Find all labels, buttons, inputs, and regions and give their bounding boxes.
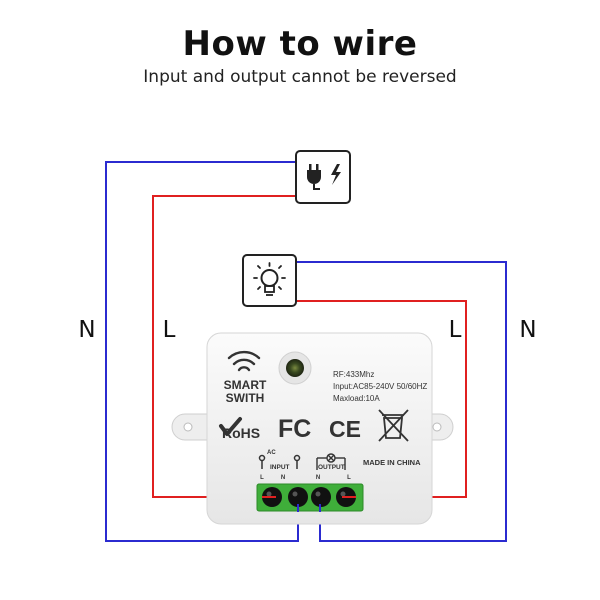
cert-ce: CE [329, 416, 361, 442]
spec-maxload: Maxload:10A [333, 394, 380, 403]
wifi-icon [227, 350, 261, 372]
ac-label: AC [267, 450, 276, 456]
checkmark-icon [219, 417, 242, 436]
smart-switch-device: SMART SWITH RF:433Mhz Input:AC85-240V 50… [171, 332, 454, 525]
cert-rohs: RoHS [222, 425, 260, 441]
terminal-label-3: N [316, 475, 320, 481]
input-terminal-marking [258, 454, 301, 469]
lamp-symbol-icon [316, 453, 346, 470]
brand-line-2: SWITH [226, 391, 265, 405]
neutral-wire-input [105, 161, 299, 542]
terminal-label-4: L [347, 475, 351, 481]
output-label: OUTPUT [318, 464, 345, 471]
wire-label-right-live: L [449, 317, 462, 343]
light-bulb-icon [242, 254, 297, 307]
terminal-block [256, 483, 364, 512]
crossed-bin-icon [378, 409, 409, 442]
spec-rf: RF:433Mhz [333, 370, 374, 379]
spec-input: Input:AC85-240V 50/60HZ [333, 382, 427, 391]
wire-label-left-neutral: N [78, 317, 95, 343]
cert-fc: FC [278, 415, 311, 443]
wire-label-left-live: L [163, 317, 176, 343]
terminal-label-1: L [260, 475, 264, 481]
plug-lightning-icon [295, 150, 351, 204]
wire-label-right-neutral: N [519, 317, 536, 343]
input-label: INPUT [270, 464, 290, 471]
terminal-label-2: N [281, 475, 285, 481]
neutral-wire-output [296, 261, 507, 542]
made-in-label: MADE IN CHINA [363, 458, 421, 467]
page-subtitle: Input and output cannot be reversed [143, 67, 457, 87]
brand-line-1: SMART [224, 378, 267, 392]
page-title: How to wire [182, 24, 418, 64]
pairing-button [278, 351, 312, 385]
